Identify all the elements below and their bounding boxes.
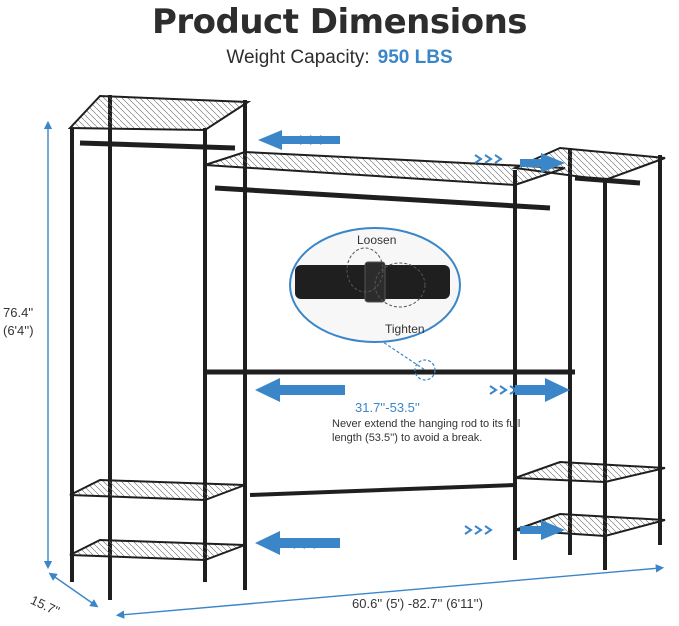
rod-warning-note: Never extend the hanging rod to its full…: [332, 418, 521, 444]
capacity-label: Weight Capacity:: [226, 47, 370, 68]
expand-arrows: [255, 130, 570, 555]
depth-dimension-line: [48, 572, 99, 608]
middle-section: [204, 150, 575, 560]
chevron-arrows: [287, 135, 518, 549]
left-tower: [67, 94, 252, 600]
height-feet: (6'4''): [3, 323, 34, 338]
right-tower: [511, 146, 666, 570]
rod-length-range: 31.7''-53.5'': [355, 400, 420, 415]
capacity-value: 950 LBS: [377, 47, 453, 68]
page-title: Product Dimensions: [151, 2, 528, 42]
width-dimension-line: [115, 564, 665, 619]
width-label: 60.6'' (5') -82.7'' (6'11''): [352, 596, 483, 611]
loosen-label: Loosen: [357, 233, 397, 247]
rod-detail-magnifier: [289, 227, 461, 381]
weight-capacity: Weight Capacity: 950 LBS: [0, 44, 679, 72]
tighten-label: Tighten: [385, 322, 425, 336]
height-inches: 76.4'': [3, 305, 34, 320]
